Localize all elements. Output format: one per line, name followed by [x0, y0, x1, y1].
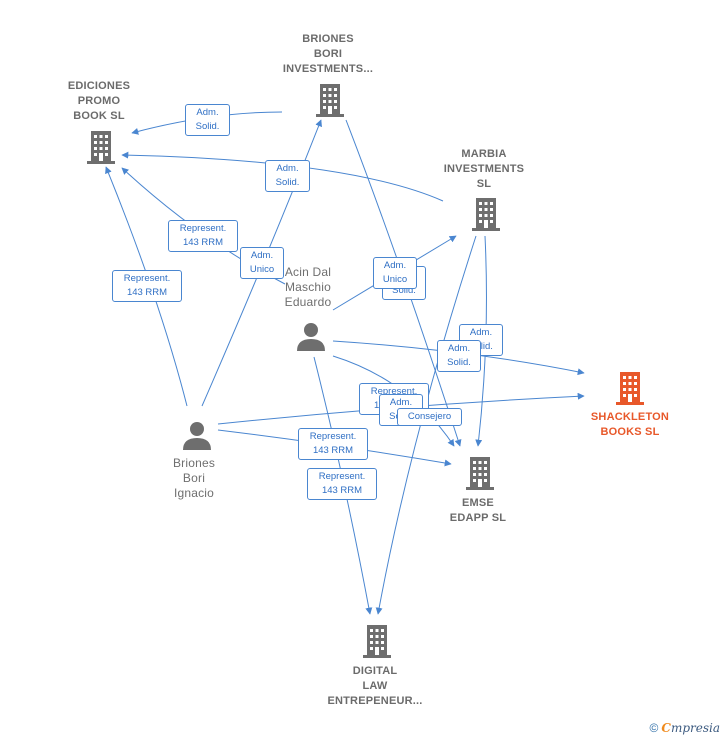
edge-label-represent[interactable]: Represent. 143 RRM	[307, 468, 377, 500]
brand-logo[interactable]: Cmpresia	[661, 721, 720, 735]
edge-label-consejero[interactable]: Consejero	[397, 408, 462, 426]
edge-marbia-to-digital	[375, 235, 477, 615]
emse-label[interactable]: EMSE EDAPP SL	[449, 497, 507, 524]
marbia-label[interactable]: MARBIA INVESTMENTS SL	[443, 148, 525, 190]
edge-label-represent[interactable]: Represent. 143 RRM	[298, 428, 368, 460]
edge-label-represent[interactable]: Represent. 143 RRM	[112, 270, 182, 302]
edge-label-adm-unico[interactable]: Adm. Unico	[240, 247, 284, 279]
briones-inv-label[interactable]: BRIONES BORI INVESTMENTS...	[282, 33, 374, 75]
ediciones-label[interactable]: EDICIONES PROMO BOOK SL	[67, 80, 131, 122]
emse-building-icon[interactable]	[466, 456, 494, 490]
digital-law-building-icon[interactable]	[363, 624, 391, 658]
digital-law-label[interactable]: DIGITAL LAW ENTREPENEUR...	[327, 665, 423, 707]
copyright-icon: ©	[649, 721, 659, 735]
shackleton-building-icon[interactable]	[616, 371, 644, 405]
acin-label[interactable]: Acin Dal Maschio Eduardo	[284, 265, 332, 309]
edge-marbia-to-ediciones	[121, 151, 444, 202]
footer-credit: © Cmpresia	[650, 721, 720, 735]
briones-ignacio-person-icon[interactable]	[182, 420, 212, 450]
shackleton-label[interactable]: SHACKLETON BOOKS SL	[590, 411, 670, 438]
edge-label-represent[interactable]: Represent. 143 RRM	[168, 220, 238, 252]
acin-person-icon[interactable]	[296, 321, 326, 351]
edge-label-adm-unico[interactable]: Adm. Unico	[373, 257, 417, 289]
briones-ignacio-label[interactable]: Briones Bori Ignacio	[172, 456, 216, 500]
edge-label-adm-solid[interactable]: Adm. Solid.	[185, 104, 230, 136]
marbia-building-icon[interactable]	[472, 197, 500, 231]
ediciones-building-icon[interactable]	[87, 130, 115, 164]
briones-inv-building-icon[interactable]	[316, 83, 344, 117]
edge-label-adm-solid[interactable]: Adm. Solid.	[265, 160, 310, 192]
edge-label-adm-solid[interactable]: Adm. Solid.	[437, 340, 481, 372]
